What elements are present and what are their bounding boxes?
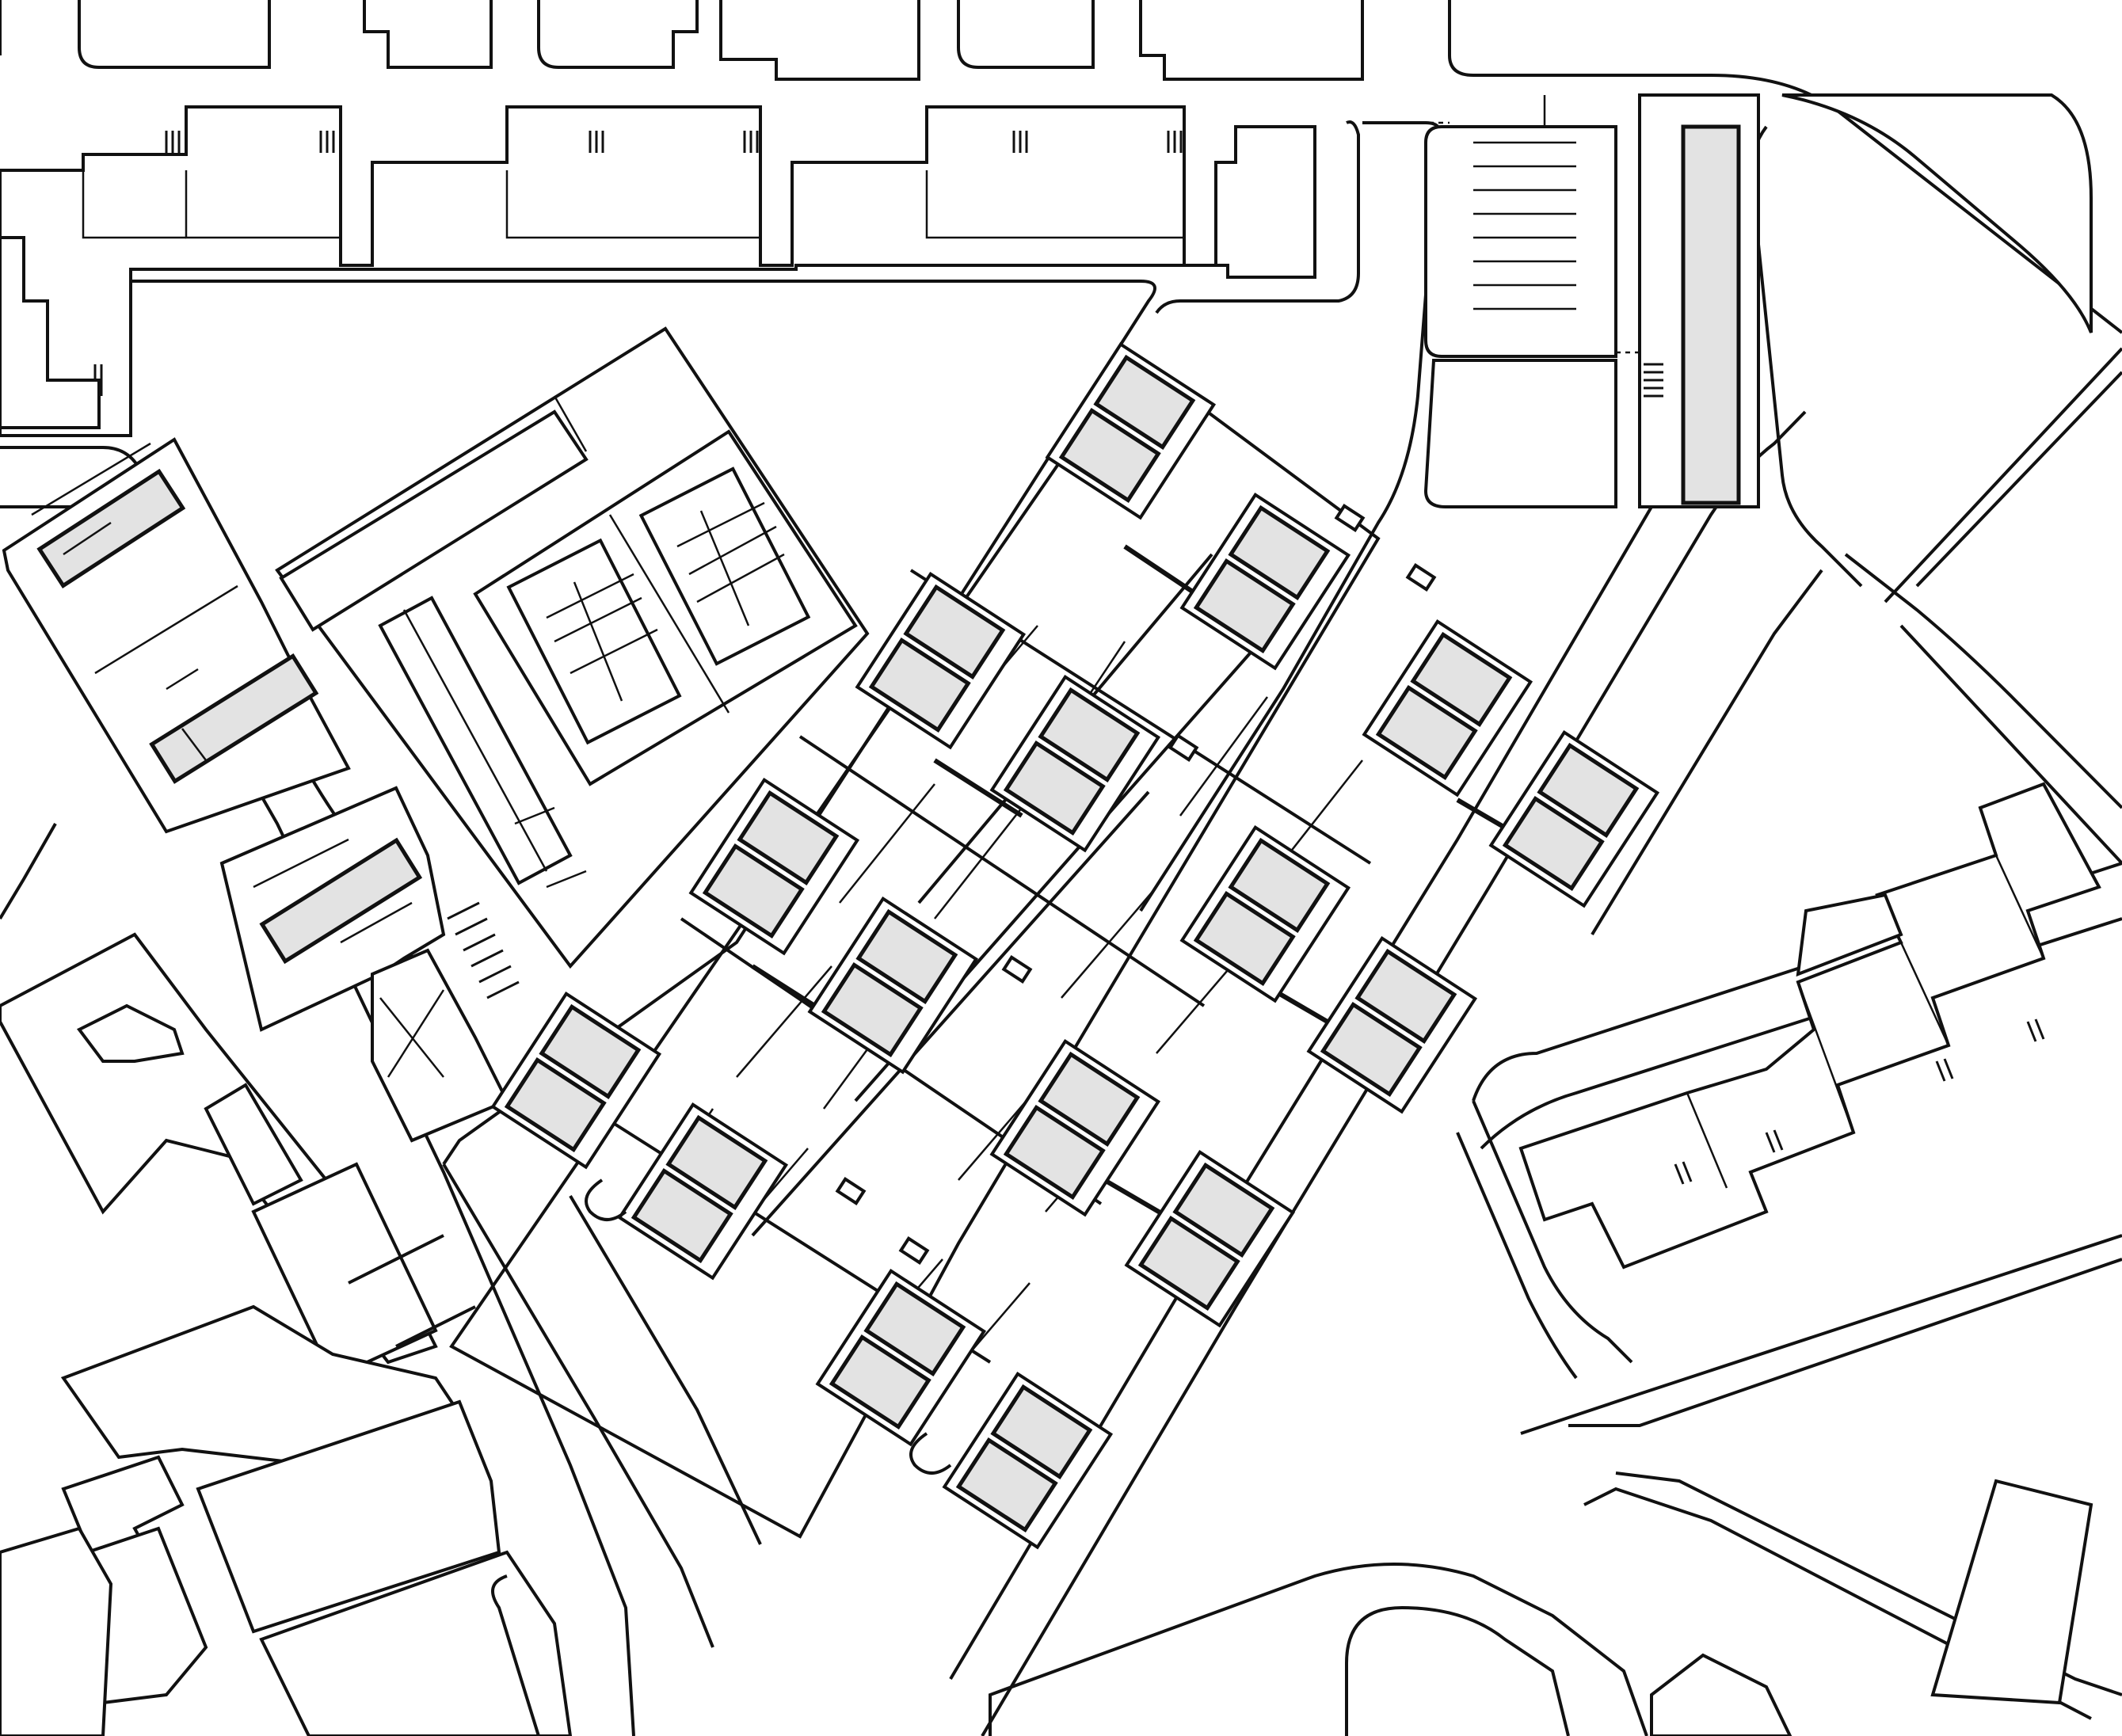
east-stepped-building xyxy=(1518,782,2101,1270)
north-slab-building xyxy=(0,105,1316,437)
west-villas xyxy=(2,437,509,1143)
north-edge-blocks xyxy=(0,0,2122,334)
estate-houses xyxy=(490,342,1660,1550)
southeast-buildings xyxy=(1650,1479,2093,1736)
sports-area xyxy=(275,326,870,999)
southwest-buildings xyxy=(0,932,573,1736)
parking-lot xyxy=(1410,93,1760,508)
